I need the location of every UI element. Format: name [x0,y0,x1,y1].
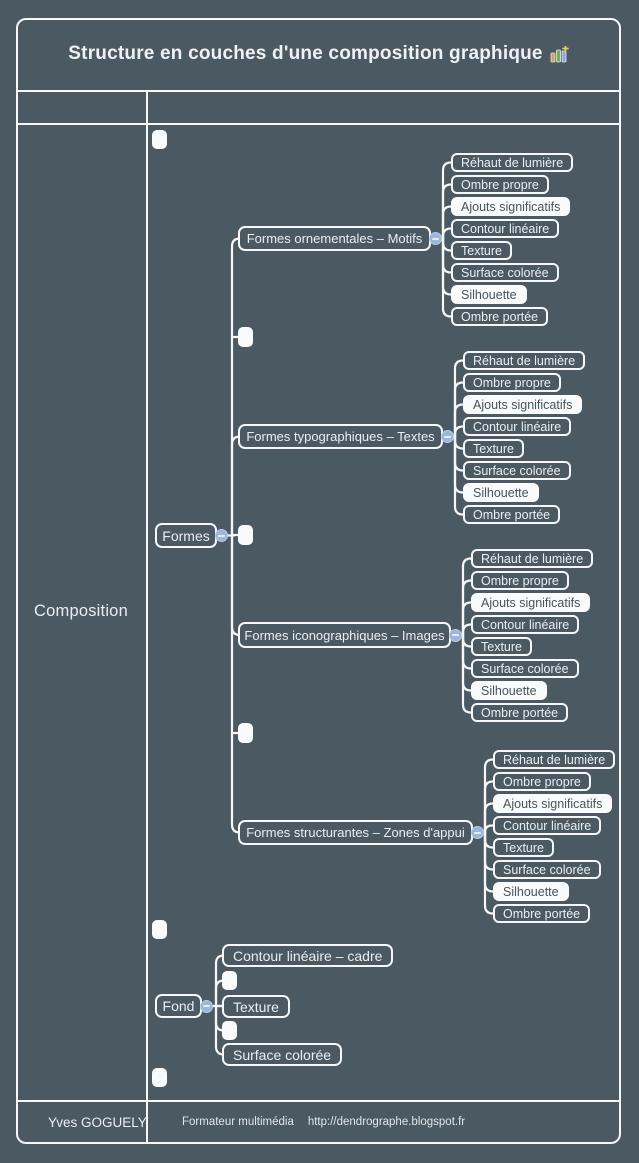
branch-node[interactable]: Formes typographiques – Textes [238,424,443,449]
collapse-button-branch[interactable] [448,628,462,642]
leaf-node[interactable]: Ajouts significatifs [493,794,613,813]
leaf-node[interactable]: Texture [493,838,554,857]
leaf-node[interactable]: Ajouts significatifs [471,593,591,612]
table-divider-vertical [146,90,148,1144]
empty-node[interactable] [152,130,167,149]
page-title-text: Structure en couches d'une composition g… [68,43,543,64]
footer-role: Formateur multimédia [182,1116,294,1128]
empty-node[interactable] [238,723,253,743]
collapse-button-branch[interactable] [440,430,454,443]
mindmap-card [16,18,621,1144]
leaf-node[interactable]: Surface colorée [451,263,559,282]
leaf-node[interactable]: Ombre propre [471,571,569,590]
leaf-node[interactable]: Ombre propre [493,772,591,791]
footer-right: Formateur multimédia http://dendrographe… [182,1100,465,1144]
leaf-node[interactable]: Ombre portée [471,703,569,722]
leaf-node[interactable]: Contour linéaire [471,615,580,634]
leaf-node[interactable]: Ombre portée [451,307,549,326]
leaf-node[interactable]: Réhaut de lumière [463,351,586,370]
leaf-node[interactable]: Contour linéaire [451,219,560,238]
branch-node[interactable]: Formes structurantes – Zones d'appui [238,820,473,845]
empty-node[interactable] [238,525,253,545]
node-formes[interactable]: Formes [155,523,217,548]
title-row: Structure en couches d'une composition g… [16,18,621,90]
leaf-node[interactable]: Ombre propre [463,373,561,392]
leaf-node[interactable]: Contour linéaire [493,816,602,835]
empty-node[interactable] [238,327,253,347]
leaf-node[interactable]: Surface colorée [471,659,579,678]
leaf-node[interactable]: Contour linéaire [463,417,572,436]
leaf-node[interactable]: Surface colorée [493,860,601,879]
composition-label: Composition [34,602,128,620]
collapse-button-formes[interactable] [214,529,228,542]
collapse-button-fond[interactable] [199,999,213,1013]
branch-node[interactable]: Formes ornementales – Motifs [238,226,431,251]
leaf-node[interactable]: Silhouette [451,285,527,304]
empty-node[interactable] [152,1068,167,1087]
table-divider-top [18,90,619,92]
table-divider-header [18,123,619,125]
footer-url[interactable]: http://dendrographe.blogspot.fr [307,1116,466,1128]
table-divider-footer [18,1100,619,1102]
empty-node[interactable] [152,920,167,939]
leaf-node[interactable]: Réhaut de lumière [451,153,574,172]
collapse-button-branch[interactable] [428,232,442,245]
leaf-node[interactable]: Texture [463,439,524,458]
branch-node[interactable]: Formes iconographiques – Images [238,622,451,648]
empty-node[interactable] [222,1021,237,1040]
leaf-node[interactable]: Texture [451,241,512,260]
leaf-node[interactable]: Ombre portée [463,505,561,524]
leaf-node[interactable]: Ajouts significatifs [451,197,571,216]
leaf-node[interactable]: Surface colorée [463,461,571,480]
footer-author: Yves GOGUELY [48,1114,147,1130]
node-fond[interactable]: Fond [155,994,202,1018]
footer-row: Yves GOGUELY Formateur multimédia http:/… [16,1100,621,1144]
leaf-node[interactable]: Réhaut de lumière [471,549,594,568]
leaf-node[interactable]: Ombre propre [451,175,549,194]
leaf-node[interactable]: Silhouette [471,681,547,700]
fond-child-node[interactable]: Surface colorée [222,1043,343,1066]
leaf-node[interactable]: Texture [471,637,532,656]
leaf-node[interactable]: Silhouette [493,882,569,901]
leaf-node[interactable]: Ajouts significatifs [463,395,583,414]
composition-cell: Composition [16,123,146,1100]
leaf-node[interactable]: Silhouette [463,483,539,502]
collapse-button-branch[interactable] [470,826,484,839]
bar-chart-add-icon [550,45,569,62]
fond-child-node[interactable]: Contour linéaire – cadre [222,944,394,967]
page-title: Structure en couches d'une composition g… [68,43,569,65]
leaf-node[interactable]: Réhaut de lumière [493,750,616,769]
empty-node[interactable] [222,971,237,990]
fond-child-node[interactable]: Texture [222,995,290,1018]
leaf-node[interactable]: Ombre portée [493,904,591,923]
